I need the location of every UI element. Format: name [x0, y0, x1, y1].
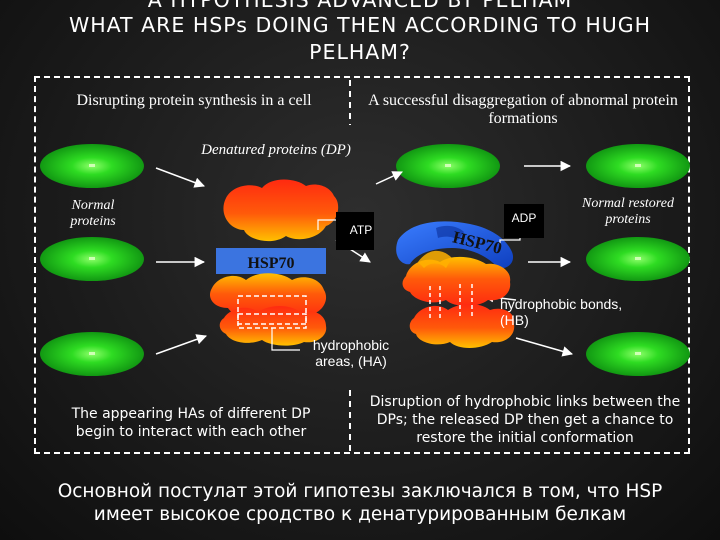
hsp70-chaperone-label: HSP70 [451, 227, 504, 258]
released-protein [402, 256, 511, 306]
right-panel-heading: A successful disaggregation of abnormal … [368, 92, 678, 128]
normal-protein-ellipse [40, 237, 144, 281]
left-panel-heading: Disrupting protein synthesis in a cell [76, 92, 312, 109]
restored-protein-ellipse [586, 144, 690, 188]
hydrophobic-areas-label: hydrophobic areas, (HA) [312, 337, 390, 370]
atp-label: ATP [350, 223, 372, 237]
hsp70-box-label: HSP70 [247, 255, 294, 272]
title-line-1: A HYPOTHESIS ADVANCED BY PELHAM [147, 0, 573, 12]
ha-pointer [271, 328, 300, 351]
normal-protein-ellipse [40, 332, 144, 376]
restored-protein-ellipse [586, 332, 690, 376]
denatured-protein [223, 179, 339, 242]
arrow [515, 337, 574, 357]
denatured-protein [209, 273, 327, 320]
normal-protein-ellipse [40, 144, 144, 188]
arrow [155, 334, 207, 355]
hydrophobic-bonds-label: hydrophobic bonds, (HB) [500, 296, 623, 329]
title-line-3: PELHAM? [309, 40, 411, 64]
title-line-2: WHAT ARE HSPs DOING THEN ACCORDING TO HU… [68, 13, 652, 37]
footer-text: Основной постулат этой гипотезы заключал… [57, 481, 663, 526]
atp-box [336, 212, 374, 250]
arrow [155, 167, 205, 188]
hydrophobic-area [237, 295, 307, 325]
restored-protein-ellipse [586, 237, 690, 281]
adp-label: ADP [512, 211, 537, 225]
hsp70-box [216, 248, 326, 274]
denatured-proteins-label: Denatured proteins (DP) [201, 142, 351, 158]
released-protein [409, 304, 515, 348]
adp-box [504, 204, 544, 238]
restored-proteins-label: Normal restored proteins [582, 196, 674, 228]
denatured-protein [219, 306, 327, 346]
normal-proteins-label: Normal proteins [70, 198, 116, 230]
restored-protein-ellipse [396, 144, 500, 188]
hsp70-chaperone [396, 221, 514, 269]
left-note: The appearing HAs of different DP begin … [71, 406, 311, 441]
right-note: Disruption of hydrophobic links between … [369, 394, 681, 447]
arrow [375, 171, 403, 185]
diagram-frame [34, 76, 690, 454]
